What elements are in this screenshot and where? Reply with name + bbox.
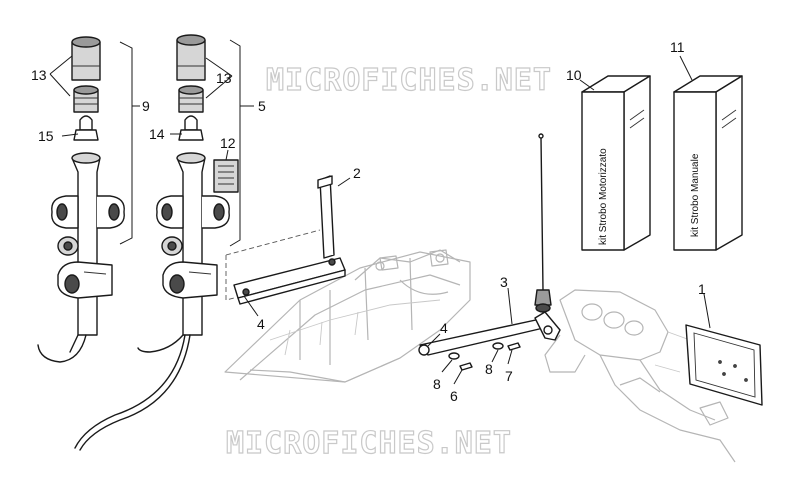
callout-9: 9 — [142, 98, 150, 114]
mount-bracket-3 — [418, 311, 561, 371]
callout-3: 3 — [500, 274, 508, 290]
tail-section — [544, 289, 736, 463]
watermark-top: MICROFICHES.NET — [266, 63, 552, 98]
kit-box-10: kit Strobo Motorizzato — [581, 75, 651, 251]
callout-13-left: 13 — [31, 67, 47, 83]
beacon-assembly-right — [74, 34, 241, 451]
license-plate — [685, 324, 763, 406]
watermark-bottom: MICROFICHES.NET — [226, 426, 512, 461]
kit-box-11: kit Strobo Manuale — [673, 75, 743, 251]
callout-2: 2 — [353, 165, 361, 181]
motorcycle-frame — [224, 249, 471, 383]
callout-8-left: 8 — [433, 376, 441, 392]
leader-lines — [49, 55, 711, 385]
callout-14: 14 — [149, 126, 165, 142]
kit-label-manual: kit Strobo Manuale — [690, 153, 701, 237]
callout-5: 5 — [258, 98, 266, 114]
callout-6: 6 — [450, 388, 458, 404]
callout-8-right: 8 — [485, 361, 493, 377]
beacon-assembly-left — [37, 36, 133, 363]
callout-12: 12 — [220, 135, 236, 151]
callout-15: 15 — [38, 128, 54, 144]
callout-1: 1 — [698, 281, 706, 297]
callout-13-right: 13 — [216, 70, 232, 86]
callout-4-left: 4 — [257, 316, 265, 332]
callout-labels: 1 2 3 4 4 5 6 7 8 8 9 10 11 12 13 13 14 … — [31, 39, 706, 404]
callout-4-right: 4 — [440, 320, 448, 336]
callout-11: 11 — [670, 39, 685, 55]
callout-10: 10 — [566, 67, 582, 83]
callout-7: 7 — [505, 368, 513, 384]
mount-bracket-2 — [225, 175, 346, 305]
kit-label-motorized: kit Strobo Motorizzato — [598, 148, 609, 245]
antenna — [534, 133, 552, 313]
